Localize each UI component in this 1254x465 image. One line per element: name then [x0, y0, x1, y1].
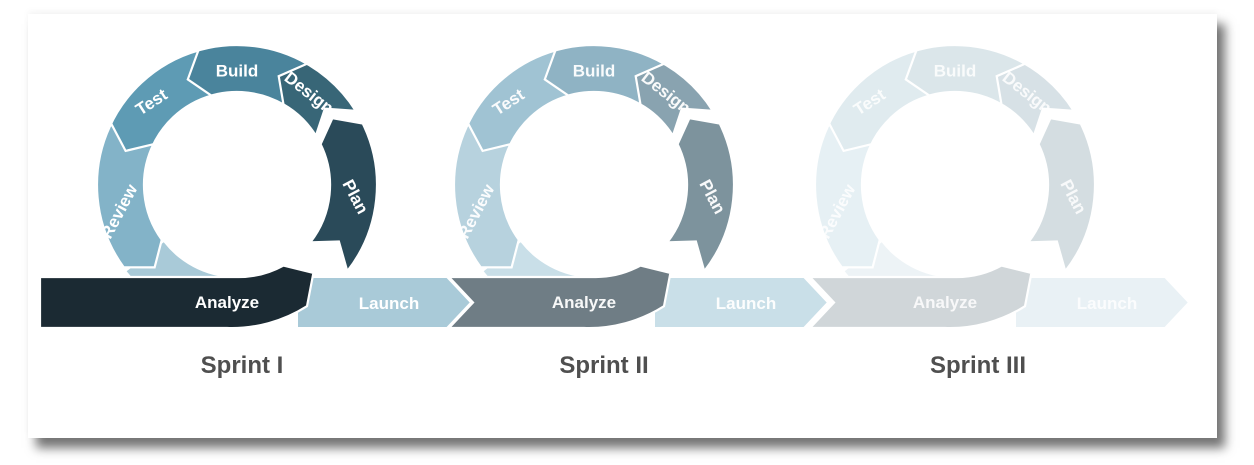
review-segment [95, 121, 163, 269]
build-label: Build [573, 61, 616, 80]
review-segment [813, 121, 881, 269]
sprint-label-3: Sprint III [930, 352, 1026, 379]
plan-segment [307, 116, 378, 274]
launch-arrow [296, 276, 473, 329]
sprint-label-2: Sprint II [559, 352, 649, 379]
launch-label: Launch [359, 294, 419, 313]
review-segment [452, 121, 520, 269]
analyze-arrow [446, 264, 672, 330]
plan-segment [664, 116, 735, 274]
build-label: Build [934, 61, 977, 80]
analyze-arrow [807, 264, 1033, 330]
sprint-label-1: Sprint I [200, 352, 284, 379]
launch-arrow [1014, 276, 1191, 329]
launch-label: Launch [1077, 294, 1137, 313]
analyze-label: Analyze [913, 293, 977, 312]
analyze-label: Analyze [195, 293, 259, 312]
analyze-arrow [38, 264, 315, 330]
plan-segment [1025, 116, 1096, 274]
build-label: Build [216, 61, 259, 80]
launch-arrow [653, 276, 830, 329]
launch-label: Launch [716, 294, 776, 313]
analyze-label: Analyze [552, 293, 616, 312]
